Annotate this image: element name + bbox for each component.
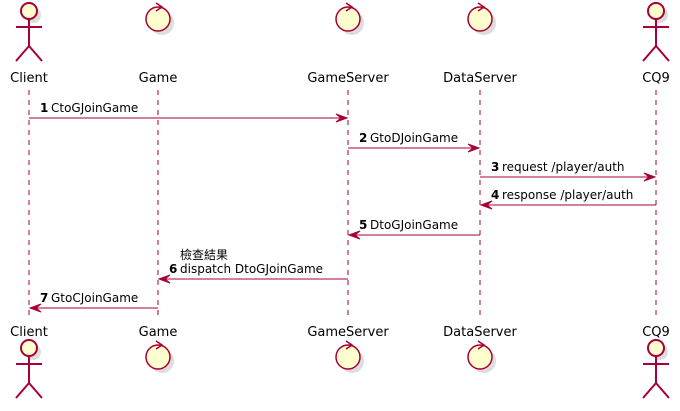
message-1-number: 1: [40, 101, 48, 115]
game-top-control-icon: [145, 2, 174, 35]
client-label-bottom: Client: [10, 325, 48, 340]
message-5-arrowhead: [347, 230, 361, 240]
cq9-top-actor-icon: [642, 2, 670, 62]
participant-heads-bottom: Client Game GameServer DataServer CQ9: [10, 325, 670, 399]
message-7-arrowhead: [28, 303, 42, 313]
message-2-number: 2: [359, 131, 367, 145]
gameserver-top-control-icon: [335, 2, 364, 35]
client-label-top: Client: [10, 71, 48, 86]
gameserver-label-top: GameServer: [307, 71, 389, 86]
cq9-bottom-actor-icon: [642, 339, 670, 399]
game-bottom-control-icon: [145, 340, 174, 373]
message-1-arrowhead: [335, 113, 349, 123]
message-3-text-0: request /player/auth: [502, 160, 625, 174]
client-bottom-actor-icon: [15, 339, 43, 399]
game-label-top: Game: [139, 71, 178, 86]
message-1-text-0: CtoGJoinGame: [51, 101, 138, 115]
gameserver-label-bottom: GameServer: [307, 325, 389, 340]
message-3-number: 3: [491, 160, 499, 174]
message-7-text-0: GtoCJoinGame: [51, 291, 138, 305]
message-6-text-1: dispatch DtoGJoinGame: [180, 262, 323, 276]
game-label-bottom: Game: [139, 325, 178, 340]
participant-heads-top: Client Game GameServer DataServer CQ9: [10, 2, 670, 86]
dataserver-top-control-icon: [467, 2, 496, 35]
dataserver-label-top: DataServer: [443, 71, 517, 86]
message-3-arrowhead: [643, 172, 657, 182]
message-4-number: 4: [491, 188, 499, 202]
cq9-label-bottom: CQ9: [642, 325, 670, 340]
message-6-number: 6: [169, 262, 177, 276]
message-4-arrowhead: [479, 200, 493, 210]
gameserver-bottom-control-icon: [335, 340, 364, 373]
cq9-label-top: CQ9: [642, 71, 670, 86]
message-6-arrowhead: [157, 274, 171, 284]
message-2-text-0: GtoDJoinGame: [370, 131, 458, 145]
client-top-actor-icon: [15, 2, 43, 62]
message-5-number: 5: [359, 218, 367, 232]
message-2-arrowhead: [467, 143, 481, 153]
dataserver-label-bottom: DataServer: [443, 325, 517, 340]
message-4-text-0: response /player/auth: [502, 188, 633, 202]
dataserver-bottom-control-icon: [467, 340, 496, 373]
message-5-text-0: DtoGJoinGame: [370, 218, 458, 232]
message-7-number: 7: [40, 291, 48, 305]
message-6-text-0: 檢查結果: [180, 247, 228, 262]
